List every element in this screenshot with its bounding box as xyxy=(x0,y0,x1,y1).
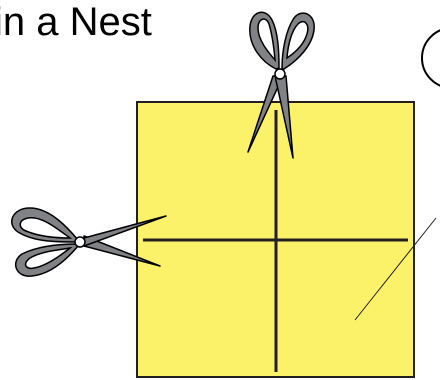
diagram-title: in a Nest xyxy=(0,0,152,44)
callout-bubble xyxy=(422,28,440,88)
